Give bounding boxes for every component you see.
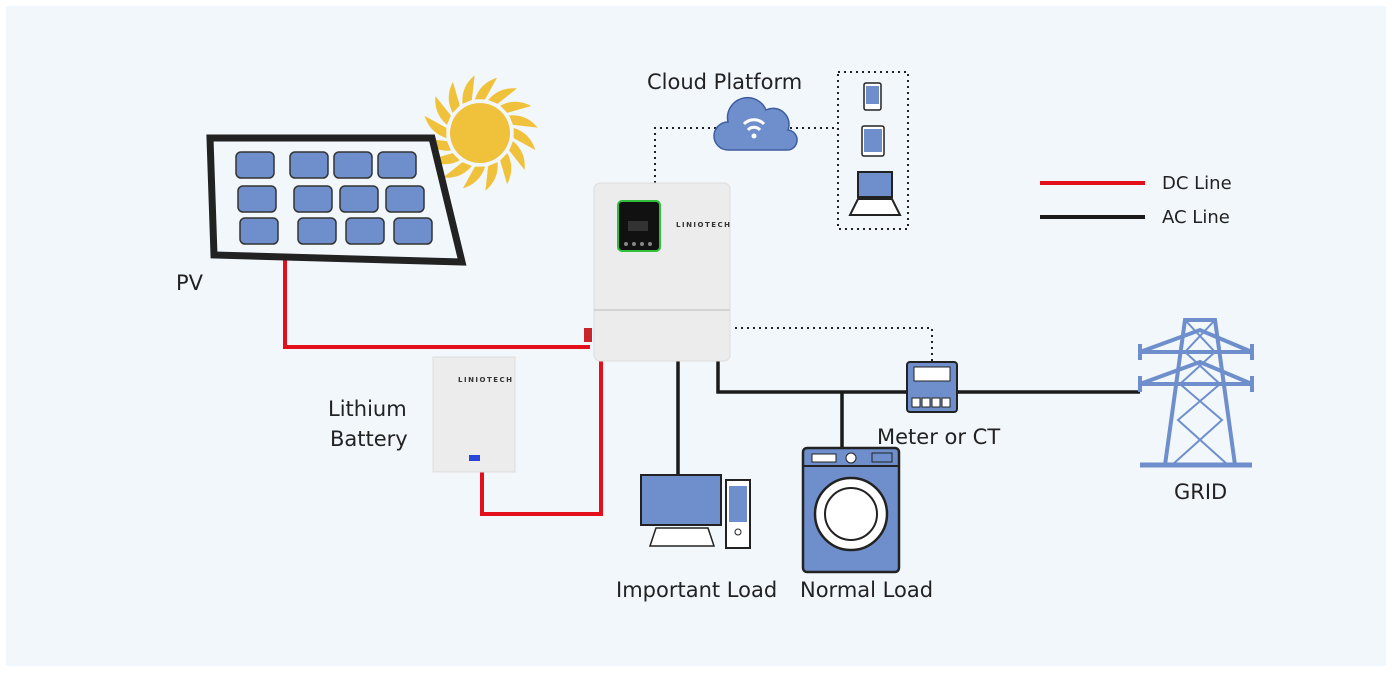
- solar-cell: [237, 185, 277, 213]
- important-load-label: Important Load: [616, 578, 777, 602]
- sun-ray: [500, 153, 512, 185]
- meter-label: Meter or CT: [877, 425, 1000, 449]
- pv-dc-line: [283, 255, 590, 349]
- tablet-icon: [861, 125, 885, 157]
- laptop-icon: [848, 171, 902, 216]
- ac-lines: [676, 360, 1140, 478]
- solar-cell: [339, 185, 379, 213]
- sun-ray: [435, 95, 451, 125]
- dc-lines: [283, 255, 603, 516]
- legend-dc-line: DC Line: [1162, 173, 1232, 194]
- sun-ray: [485, 162, 498, 191]
- inverter-brand: LINIOTECH: [676, 221, 732, 229]
- communication-lines: [654, 71, 933, 362]
- solar-cell: [385, 185, 425, 213]
- system-diagram: PV Cloud Platform DC Line AC Line LINIOT…: [6, 6, 1386, 666]
- diagram-canvas: PV Cloud Platform DC Line AC Line LINIOT…: [176, 70, 1254, 602]
- cloud-wifi-icon: [713, 96, 798, 151]
- phone-icon: [863, 82, 882, 111]
- sun-ray: [509, 115, 538, 128]
- sun-ray: [424, 115, 447, 139]
- transmission-tower-icon: [1138, 318, 1254, 468]
- sun-ray: [488, 88, 518, 104]
- solar-cell: [289, 151, 329, 179]
- battery-label-line2: Battery: [330, 427, 408, 451]
- electric-meter-icon: [906, 361, 958, 413]
- legend-ac-line: AC Line: [1162, 207, 1230, 228]
- sun-ray: [513, 127, 536, 151]
- solar-cell: [293, 185, 333, 213]
- sun-ray: [462, 166, 486, 189]
- battery-label-line1: Lithium: [328, 397, 407, 421]
- pv-label: PV: [176, 271, 204, 295]
- desktop-computer-icon: [640, 474, 751, 549]
- solar-cell: [393, 217, 433, 245]
- sun-ray: [474, 77, 498, 100]
- legend: DC Line AC Line: [1040, 173, 1232, 228]
- sun-ray: [500, 101, 532, 113]
- inverter-icon: LINIOTECH: [584, 182, 732, 362]
- solar-panel-icon: [206, 134, 467, 266]
- battery-dc-line: [480, 360, 603, 516]
- sun-ray: [509, 141, 525, 171]
- battery-icon: LINIOTECH: [432, 356, 516, 473]
- normal-load-label: Normal Load: [800, 578, 933, 602]
- solar-cell: [297, 217, 337, 245]
- cloud-platform-label: Cloud Platform: [647, 70, 802, 94]
- cloud-inverter-link: [654, 127, 720, 183]
- sun-ray: [462, 75, 475, 104]
- grid-ac-line: [716, 360, 1140, 394]
- grid-label: GRID: [1174, 480, 1227, 504]
- solar-cell: [345, 217, 385, 245]
- solar-cell: [377, 151, 417, 179]
- sun-ray: [448, 81, 460, 113]
- solar-cell: [239, 217, 279, 245]
- washing-machine-icon: [801, 446, 901, 574]
- sun-ray: [442, 162, 472, 178]
- solar-cell: [235, 151, 275, 179]
- battery-brand: LINIOTECH: [458, 376, 514, 384]
- inverter-meter-link: [735, 327, 933, 362]
- solar-cell: [333, 151, 373, 179]
